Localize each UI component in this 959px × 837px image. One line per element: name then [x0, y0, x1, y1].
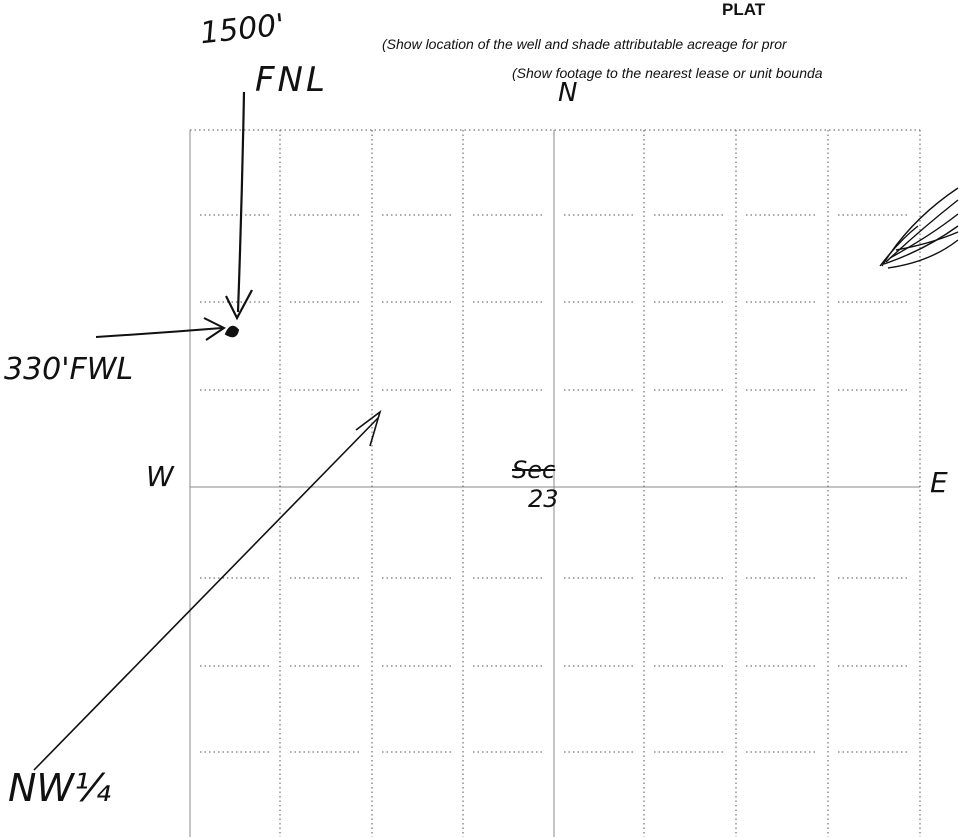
- section-grid: [189, 129, 921, 837]
- west-label: W: [146, 460, 174, 493]
- nw-quarter-arrow: [33, 417, 379, 771]
- pen-scribble: [879, 187, 959, 269]
- fwl-arrow: [95, 327, 223, 338]
- nw-quarter-arrowhead: [355, 409, 382, 447]
- plat-instruction-acreage: (Show location of the well and shade att…: [382, 36, 787, 52]
- section-number-annotation: 23: [528, 485, 559, 513]
- east-label: E: [930, 466, 948, 499]
- section-label-annotation: Sec: [512, 456, 556, 484]
- north-label: N: [558, 78, 578, 108]
- nw-quarter-annotation: NW¼: [8, 766, 111, 810]
- fnl-arrow: [236, 91, 246, 313]
- fwl-arrowhead: [203, 317, 226, 341]
- fnl-label-annotation: FNL: [255, 60, 328, 100]
- fnl-arrowhead: [225, 289, 253, 321]
- plat-instruction-footage: (Show footage to the nearest lease or un…: [512, 65, 823, 81]
- well-location-marker: [224, 325, 240, 338]
- plat-title: PLAT: [722, 0, 766, 19]
- fwl-label-annotation: 330'FWL: [4, 352, 134, 387]
